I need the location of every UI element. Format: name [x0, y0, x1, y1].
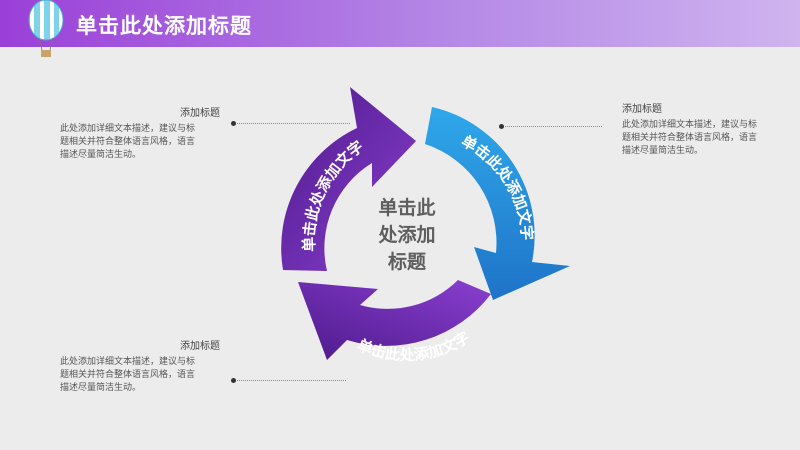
- cycle-arrow-right: [425, 107, 570, 300]
- block-title: 添加标题: [180, 341, 220, 352]
- connector-dot-bottom-left: [231, 378, 236, 383]
- text-block-bottom-left: 添加标题 此处添加详细文本描述，建议与标 题相关并符合整体语言风格，语言 描述尽…: [60, 337, 220, 395]
- connector-top-right: [502, 126, 602, 127]
- connector-dot-top-left: [231, 121, 236, 126]
- block-body: 此处添加详细文本描述，建议与标 题相关并符合整体语言风格，语言 描述尽量简洁生动…: [622, 120, 758, 156]
- center-title-line-1: 单击此: [378, 196, 435, 219]
- connector-dot-top-right: [499, 124, 504, 129]
- connector-bottom-left: [234, 380, 346, 381]
- text-block-top-right: 添加标题 此处添加详细文本描述，建议与标 题相关并符合整体语言风格，语言 描述尽…: [622, 100, 782, 158]
- hot-air-balloon-icon: [28, 0, 64, 57]
- center-title-line-2: 处添加: [377, 223, 435, 246]
- page-title: 单击此处添加标题: [76, 14, 252, 38]
- block-title: 添加标题: [622, 104, 662, 115]
- header-bar: [0, 0, 800, 47]
- cycle-arrow-bottom: [298, 280, 491, 360]
- block-title: 添加标题: [180, 108, 220, 119]
- text-block-top-left: 添加标题 此处添加详细文本描述，建议与标 题相关并符合整体语言风格，语言 描述尽…: [60, 104, 220, 162]
- cycle-arrow-left: [281, 87, 416, 271]
- connector-top-left: [234, 123, 350, 124]
- block-body: 此处添加详细文本描述，建议与标 题相关并符合整体语言风格，语言 描述尽量简洁生动…: [60, 357, 196, 393]
- center-title-line-3: 标题: [388, 251, 426, 273]
- block-body: 此处添加详细文本描述，建议与标 题相关并符合整体语言风格，语言 描述尽量简洁生动…: [60, 124, 196, 160]
